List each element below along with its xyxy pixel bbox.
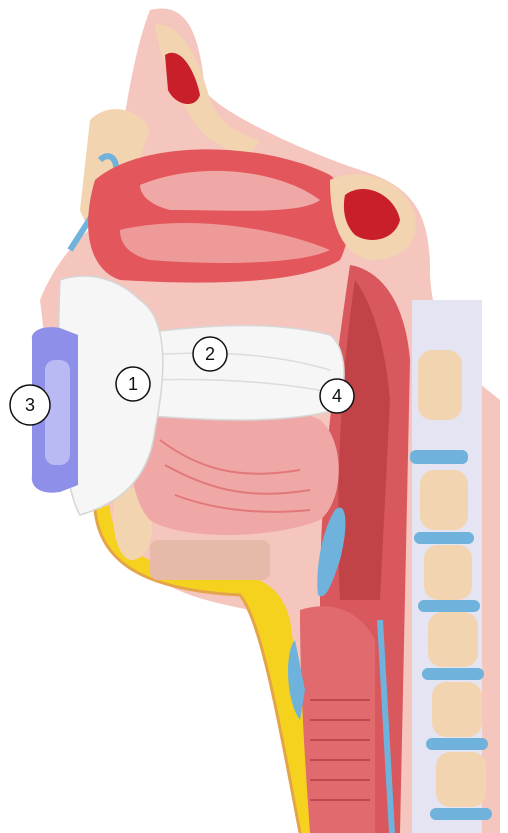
callout-4: 4: [320, 379, 354, 413]
disc: [426, 738, 488, 750]
callout-3: 3: [10, 385, 50, 425]
callout-1-label: 1: [128, 374, 138, 394]
callout-3-label: 3: [25, 395, 35, 415]
callout-1: 1: [116, 367, 150, 401]
callout-2: 2: [193, 337, 227, 371]
callout-2-label: 2: [205, 344, 215, 364]
disc: [422, 668, 484, 680]
vertebra: [428, 612, 478, 667]
hyoid-region: [150, 540, 270, 580]
vertebra: [436, 752, 486, 807]
callout-4-label: 4: [332, 386, 342, 406]
vertebra: [424, 545, 472, 600]
disc: [430, 808, 492, 820]
vertebra: [418, 350, 462, 420]
disc: [414, 532, 474, 544]
tongue: [131, 401, 338, 535]
vertebra: [432, 682, 482, 737]
disc: [410, 450, 468, 464]
disc: [418, 600, 480, 612]
vertebra: [420, 470, 468, 530]
